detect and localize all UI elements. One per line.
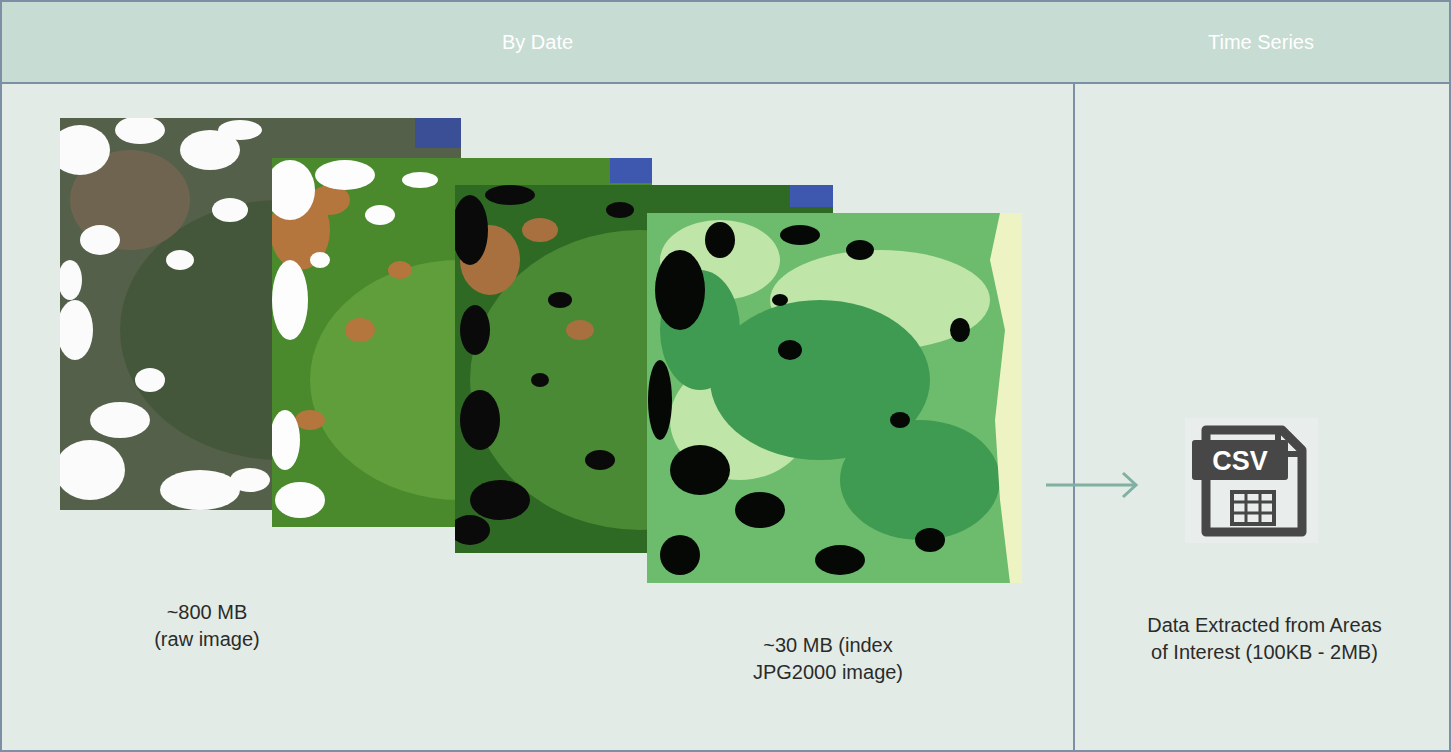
illustration-part <box>272 410 300 470</box>
illustration-part <box>990 213 1022 583</box>
illustration-part <box>230 468 270 492</box>
illustration-part <box>950 318 970 342</box>
illustration-part <box>790 185 833 207</box>
illustration-part <box>166 250 194 270</box>
illustration-part <box>1192 440 1288 480</box>
flow-arrow <box>1046 473 1136 497</box>
illustration-part <box>522 218 558 242</box>
illustration-part <box>218 120 262 140</box>
illustration-part <box>670 445 730 495</box>
illustration-part <box>705 222 735 258</box>
illustration-part <box>648 360 672 440</box>
column-panel: By Date ~800 MB (raw image) ~30 MB (index … <box>0 0 1075 752</box>
illustration-part <box>1046 484 1136 487</box>
illustration-part <box>606 202 634 218</box>
illustration-part <box>135 368 165 392</box>
illustration-part <box>1185 418 1318 543</box>
illustration-part <box>566 320 594 340</box>
column-heading: By Date <box>502 31 573 54</box>
illustration-part <box>648 222 970 575</box>
illustration-part <box>455 195 488 265</box>
illustration-part <box>660 535 700 575</box>
illustration-part <box>295 410 325 430</box>
illustration-part <box>772 294 788 306</box>
illustration-part <box>80 225 120 255</box>
illustration-part <box>315 160 375 190</box>
illustration-part <box>455 185 634 545</box>
illustration-part <box>160 470 240 510</box>
illustration-part <box>1232 512 1274 515</box>
column-panel: Time SeriesCSV Data Extracted from Areas … <box>1073 0 1451 752</box>
illustration-part <box>1232 492 1274 524</box>
illustration-part <box>272 160 315 220</box>
icon-text: CSV <box>1195 445 1285 477</box>
illustration-part <box>531 373 549 387</box>
illustration-part <box>60 118 270 510</box>
header-band: By Date <box>2 2 1073 84</box>
illustration-part <box>415 118 461 148</box>
illustration-part <box>780 225 820 245</box>
illustration-part <box>60 125 110 175</box>
illustration-part <box>212 198 248 222</box>
illustration-part <box>90 402 150 438</box>
illustration-part <box>1232 501 1274 504</box>
illustration-part <box>778 340 802 360</box>
illustration-part <box>272 260 308 340</box>
illustration-part <box>840 420 1000 540</box>
illustration-part <box>460 390 500 450</box>
illustration-part <box>655 250 705 330</box>
size-label: ~30 MB (index JPG2000 image) <box>749 632 907 686</box>
illustration-part <box>1259 492 1262 524</box>
illustration-part <box>1245 492 1248 524</box>
illustration-part <box>275 482 325 518</box>
illustration-part <box>660 270 1000 540</box>
illustration-part <box>115 118 165 144</box>
header-band: Time Series <box>1073 2 1449 84</box>
illustration-part <box>272 160 438 518</box>
illustration-part <box>647 213 1022 583</box>
size-label: ~800 MB (raw image) <box>149 599 265 653</box>
illustration-part <box>890 412 910 428</box>
illustration-part <box>60 300 93 360</box>
illustration-part <box>310 252 330 268</box>
illustration-part <box>915 528 945 552</box>
illustration-part <box>365 205 395 225</box>
illustration-part <box>610 158 652 183</box>
illustration-part <box>485 185 535 205</box>
illustration-part <box>470 480 530 520</box>
illustration-part <box>388 261 412 279</box>
caption-text: Data Extracted from Areas of Interest (1… <box>1142 612 1387 666</box>
content-group: ~800 MB (raw image) ~30 MB (index JPG2000… <box>57 112 1042 712</box>
illustration-part <box>272 185 412 430</box>
illustration-part <box>846 240 874 260</box>
illustration-part <box>735 492 785 528</box>
illustration-part <box>60 440 125 500</box>
illustration-part <box>548 292 572 308</box>
illustration-part <box>402 172 438 188</box>
index-image <box>647 213 1022 583</box>
illustration-part <box>345 318 375 342</box>
illustration-part <box>60 260 82 300</box>
illustration-part <box>460 305 490 355</box>
column-heading: Time Series <box>1208 31 1314 54</box>
illustration-part <box>1123 473 1136 497</box>
illustration-part <box>455 515 490 545</box>
illustration-part <box>585 450 615 470</box>
illustration-part <box>815 545 865 575</box>
content-group: CSV Data Extracted from Areas of Interest… <box>1140 407 1390 677</box>
